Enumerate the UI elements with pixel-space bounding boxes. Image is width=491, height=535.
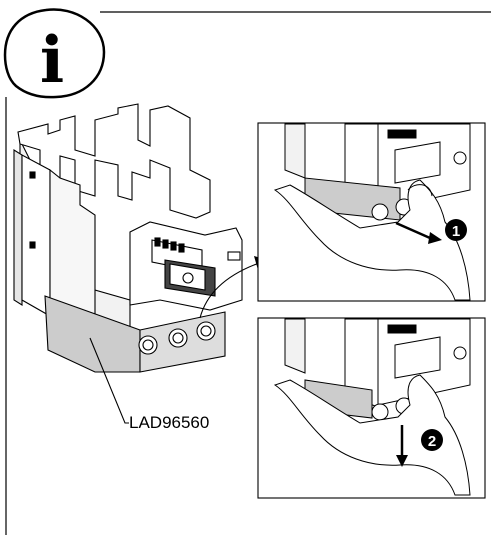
step-badge-2 xyxy=(421,429,443,451)
step-1-number: 1 xyxy=(452,223,460,240)
step-badge-1 xyxy=(445,219,467,241)
detail-panel-1: 1 xyxy=(257,122,486,302)
info-glyph: i xyxy=(40,23,64,98)
callout-leader xyxy=(199,261,263,319)
detail-panel-2: 2 xyxy=(257,317,486,499)
part-number-label: LAD96560 xyxy=(129,413,210,432)
contactor-illustration xyxy=(13,103,243,373)
terminal-cover xyxy=(44,295,141,373)
arrow-down-icon xyxy=(396,455,408,467)
info-icon: i xyxy=(3,8,106,99)
step-2-number: 2 xyxy=(428,433,436,450)
part-label-leader xyxy=(89,337,129,424)
